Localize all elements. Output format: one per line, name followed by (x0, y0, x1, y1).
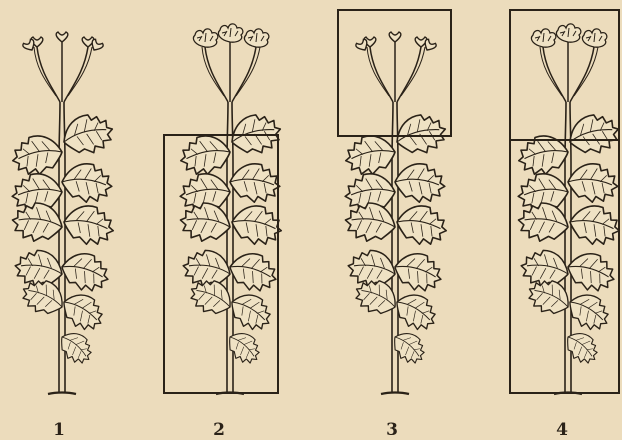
plant-1 (9, 32, 117, 394)
plant-2 (177, 24, 285, 394)
panel-label-4: 4 (547, 420, 577, 440)
plant-3 (342, 32, 450, 394)
panel-label-2: 2 (204, 420, 234, 440)
panel-label-1: 1 (44, 420, 74, 440)
panel-label-3: 3 (377, 420, 407, 440)
plant-4 (515, 24, 622, 394)
